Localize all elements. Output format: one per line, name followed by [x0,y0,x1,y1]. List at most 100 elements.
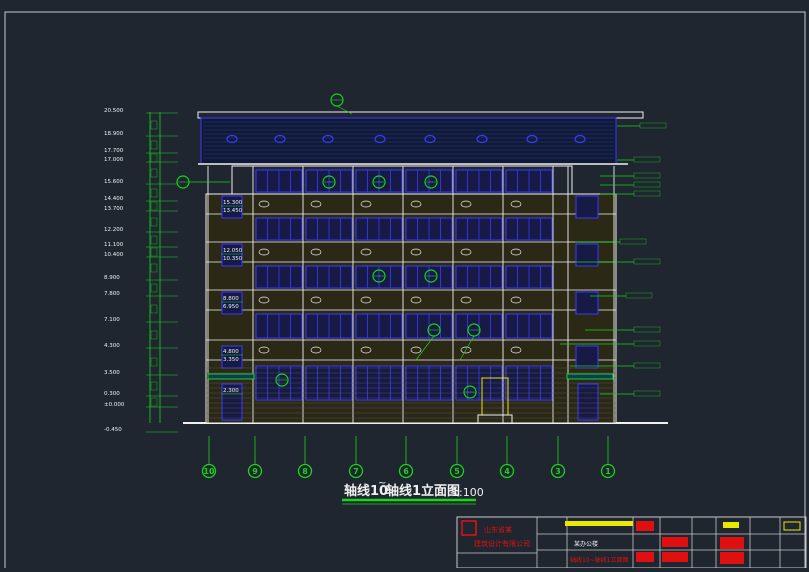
axis-bubble [499,463,515,479]
roof-vent [274,134,286,144]
dimension-mark [150,120,158,130]
stair-window [575,195,599,219]
dimension-mark [150,217,158,227]
callout-text-mark [619,238,647,245]
level-tag-top: 4.800 [223,349,239,355]
band-ornament [460,248,472,256]
stair-window [221,243,243,267]
band-ornament [258,346,270,354]
axis-label: 7 [353,467,359,476]
dimension-mark [150,330,158,340]
dimension-mark [150,201,158,211]
band-ornament [460,296,472,304]
drawing-scale: 1:100 [452,486,484,499]
axis-bubble [550,463,566,479]
level-tag-bottom: 10.350 [223,256,243,262]
band-ornament [258,248,270,256]
material-callouts [560,122,667,397]
bubble-leader [459,335,475,361]
roof-vent [526,134,538,144]
elevation-label: 17.700 [104,148,124,154]
band-ornament [258,200,270,208]
band-ornament [510,296,522,304]
level-tag-top: 2.300 [223,388,239,394]
drawing-title-rest: 轴线1立面图 [386,483,460,499]
project-name: 某办公楼 [574,540,598,548]
dimension-mark [150,235,158,245]
axis-label: 8 [302,467,308,476]
axis-bubble [398,463,414,479]
callout-text-mark [633,390,661,397]
elevation-label: 8.900 [104,275,120,281]
elevation-label: ±0.000 [104,402,125,408]
axis-bubble [297,463,313,479]
right-canopy [566,373,614,380]
dimension-mark [150,381,158,391]
level-tags: 15.30013.45012.05010.3508.8006.9504.8003… [221,200,243,395]
band-ornament [360,346,372,354]
elevation-label: -0.450 [104,427,122,433]
band-ornament [258,296,270,304]
band-ornament [410,346,422,354]
axis-label: 6 [403,467,409,476]
roof-tile-area [200,117,617,165]
callout-text-mark [639,122,667,129]
roof-vent [226,134,238,144]
sheet-border [4,11,806,572]
axis-label: 3 [555,467,561,476]
detail-bubble [372,175,386,189]
elevation-labels: 20.50018.90017.70017.00015.60014.40013.7… [104,108,178,433]
dimension-mark [150,357,158,367]
axis-label: 4 [504,467,510,476]
detail-bubble [424,175,438,189]
dimension-mark [150,283,158,293]
band-ornament [310,248,322,256]
band-ornament [360,296,372,304]
band-ornament [310,296,322,304]
level-tag-bottom: 13.450 [223,208,243,214]
columns [206,166,616,423]
band-ornament [410,248,422,256]
band-ornament [510,200,522,208]
elevation-label: 7.800 [104,291,120,297]
callout-text-mark [625,292,653,299]
detail-bubble [463,385,477,399]
stair-window [221,195,243,219]
level-tag-bottom: 6.950 [223,304,239,310]
callout-text-mark [633,181,661,188]
callout-text-mark [633,190,661,197]
elevation-label: 18.900 [104,131,124,137]
axis-bubble [600,463,616,479]
dimension-mark [150,168,158,178]
level-tag-top: 15.300 [223,200,243,206]
elevation-label: 12.200 [104,227,124,233]
elevation-label: 15.600 [104,179,124,185]
band-ornament [310,200,322,208]
band-ornament [410,200,422,208]
dimension-mark [150,153,158,163]
company-name-line2: 建筑设计有限公司 [474,539,530,548]
dimension-mark [150,263,158,273]
elevation-label: 14.400 [104,196,124,202]
sheet-name: 轴线10~轴线1立面图 [570,556,628,564]
level-tag-top: 12.050 [223,248,243,254]
detail-bubble [275,373,289,387]
callout-text-mark [633,326,661,333]
elevation-label: 4.300 [104,343,120,349]
roof-vent [374,134,386,144]
axis-label: 9 [252,467,258,476]
roof-vent [424,134,436,144]
detail-bubbles [176,93,481,399]
callout-text-mark [633,156,661,163]
roof-vent [476,134,488,144]
bubble-leader [336,105,353,115]
axis-label: 1 [605,467,611,476]
axis-bubble [201,463,217,479]
band-ornament [410,296,422,304]
band-ornament [510,346,522,354]
dimension-mark [150,397,158,407]
window-grid [221,169,599,421]
